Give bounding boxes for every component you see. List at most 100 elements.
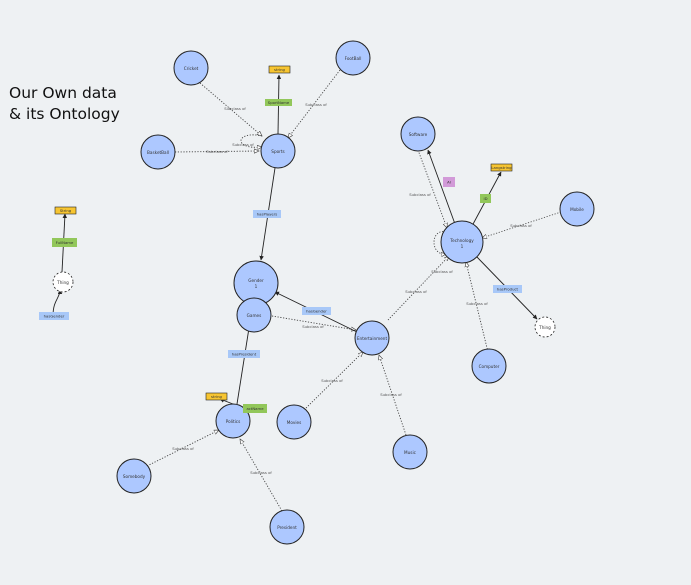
- node-label: Cricket: [184, 66, 199, 71]
- diagram-title: Our Own data & its Ontology: [9, 83, 120, 125]
- class-node-sports[interactable]: Sports: [260, 133, 296, 169]
- edge-music-entertainment: [379, 355, 407, 436]
- class-node-gender[interactable]: Gender 1: [233, 260, 279, 306]
- annotation-tag-ai[interactable]: AI: [443, 177, 455, 187]
- class-node-mobile[interactable]: Mobile: [559, 191, 595, 227]
- node-count: 1: [255, 284, 258, 289]
- objprop-tag-hasgender[interactable]: hasGender: [39, 312, 69, 320]
- datatype-tag-string-politics[interactable]: string: [205, 392, 228, 401]
- datatype-tag-string[interactable]: string: [268, 65, 291, 74]
- objprop-tag-hasgender-2[interactable]: hasGender: [302, 307, 331, 315]
- tag-label: SportName: [268, 100, 290, 105]
- edge-entertainment-technology: [387, 256, 449, 321]
- class-node-basketball[interactable]: BasketBall: [140, 134, 176, 170]
- edge-label: Subclass of: [224, 106, 246, 111]
- class-node-software[interactable]: Software: [400, 116, 436, 152]
- edge-label: Subclass of: [510, 223, 532, 228]
- edge-president-politics: [240, 439, 283, 512]
- edge-somebody-politics: [146, 429, 219, 467]
- edge-labels: Subclass of Subclass of Subclass of Subc…: [172, 102, 532, 475]
- class-node-music[interactable]: Music: [392, 434, 428, 470]
- edge-label: Subclass of: [206, 149, 228, 154]
- node-label: Software: [409, 132, 428, 137]
- thing-node-right[interactable]: Thing: [534, 316, 556, 338]
- node-label: Sports: [271, 149, 284, 154]
- tag-label: actName: [246, 406, 264, 411]
- node-label: FootBall: [345, 56, 362, 61]
- edge-football-sports: [288, 69, 341, 138]
- edge-label: Subclass of: [232, 142, 254, 147]
- tag-label: FullName: [56, 240, 74, 245]
- objprop-tag-haspresident[interactable]: hasPresident: [228, 350, 260, 358]
- tag-label: hasGender: [44, 314, 65, 319]
- class-node-football[interactable]: FootBall: [335, 40, 371, 76]
- edge-technology-software: [427, 149, 456, 225]
- dataprop-tag-fullname[interactable]: FullName: [52, 238, 77, 247]
- title-line-2: & its Ontology: [9, 105, 120, 123]
- class-node-technology[interactable]: Technology 1: [440, 220, 484, 264]
- objprop-tag-hasplayers[interactable]: hasPlayers: [253, 210, 281, 218]
- edge-games-entertainment: [271, 315, 356, 330]
- edge-sports-self: [240, 134, 262, 147]
- edge-label: Subclass of: [405, 289, 427, 294]
- edge-label: Subclass of: [466, 301, 488, 306]
- edge-label: Subclass of: [380, 392, 402, 397]
- edge-label: Subclass of: [305, 102, 327, 107]
- class-node-president[interactable]: President: [269, 509, 305, 545]
- node-label: BasketBall: [147, 150, 169, 155]
- title-line-1: Our Own data: [9, 84, 117, 102]
- dataprop-tag-actname[interactable]: actName: [243, 404, 267, 413]
- node-label: Thing: [56, 280, 69, 285]
- edge-label: Subclass of: [172, 446, 194, 451]
- tag-label: AI: [447, 180, 451, 185]
- node-label: Politics: [226, 419, 241, 424]
- datatype-tag-langstring[interactable]: Langstring: [490, 163, 513, 172]
- subclass-edges: [146, 69, 562, 512]
- tag-label: Langstring: [491, 165, 512, 170]
- node-label: Movies: [287, 420, 302, 425]
- objprop-tag-hasproduct[interactable]: hasProduct: [493, 285, 522, 293]
- class-node-games[interactable]: Games: [236, 297, 272, 333]
- tag-label: hasGender: [306, 309, 327, 314]
- tag-label: ID: [483, 196, 487, 201]
- node-label: Thing: [538, 325, 551, 330]
- tag-label: String: [60, 208, 72, 213]
- node-label: Games: [247, 313, 262, 318]
- class-node-cricket[interactable]: Cricket: [173, 50, 209, 86]
- edge-label: Subclass of: [409, 192, 431, 197]
- edge-games-politics: [236, 327, 250, 405]
- node-label: Computer: [479, 364, 500, 369]
- edge-label: Subclass of: [250, 470, 272, 475]
- node-label: Mobile: [570, 207, 584, 212]
- edge-computer-technology: [466, 262, 489, 353]
- edge-movies-entertainment: [305, 352, 363, 409]
- class-node-movies[interactable]: Movies: [276, 404, 312, 440]
- node-label: Gender: [248, 278, 264, 283]
- dataprop-tag-id[interactable]: ID: [480, 194, 491, 203]
- node-label: Entertainment: [357, 336, 388, 341]
- node-count: 1: [461, 244, 464, 249]
- datatype-tag-string-left[interactable]: String: [54, 206, 77, 215]
- edge-label: Subclass of: [431, 269, 453, 274]
- edge-label: Subclass of: [321, 378, 343, 383]
- class-node-politics[interactable]: Politics: [215, 403, 251, 439]
- tag-label: hasProduct: [497, 287, 519, 292]
- node-label: Music: [404, 450, 417, 455]
- class-node-entertainment[interactable]: Entertainment: [354, 320, 390, 356]
- tag-label: hasPresident: [232, 352, 257, 357]
- edge-cricket-sports: [199, 82, 262, 136]
- tag-label: string: [274, 67, 285, 72]
- edge-technology-self: [433, 231, 446, 254]
- dataprop-tag-sportname[interactable]: SportName: [265, 99, 292, 106]
- thing-node-left[interactable]: Thing: [52, 271, 74, 293]
- class-node-somebody[interactable]: Somebody: [116, 458, 152, 494]
- node-label: Technology: [449, 238, 474, 243]
- tag-label: hasPlayers: [257, 212, 278, 217]
- edge-basketball-sports: [174, 151, 259, 152]
- node-label: President: [277, 525, 297, 530]
- class-node-computer[interactable]: Computer: [471, 348, 507, 384]
- node-label: Somebody: [123, 474, 146, 479]
- edge-label: Subclass of: [302, 324, 324, 329]
- tag-label: string: [211, 394, 222, 399]
